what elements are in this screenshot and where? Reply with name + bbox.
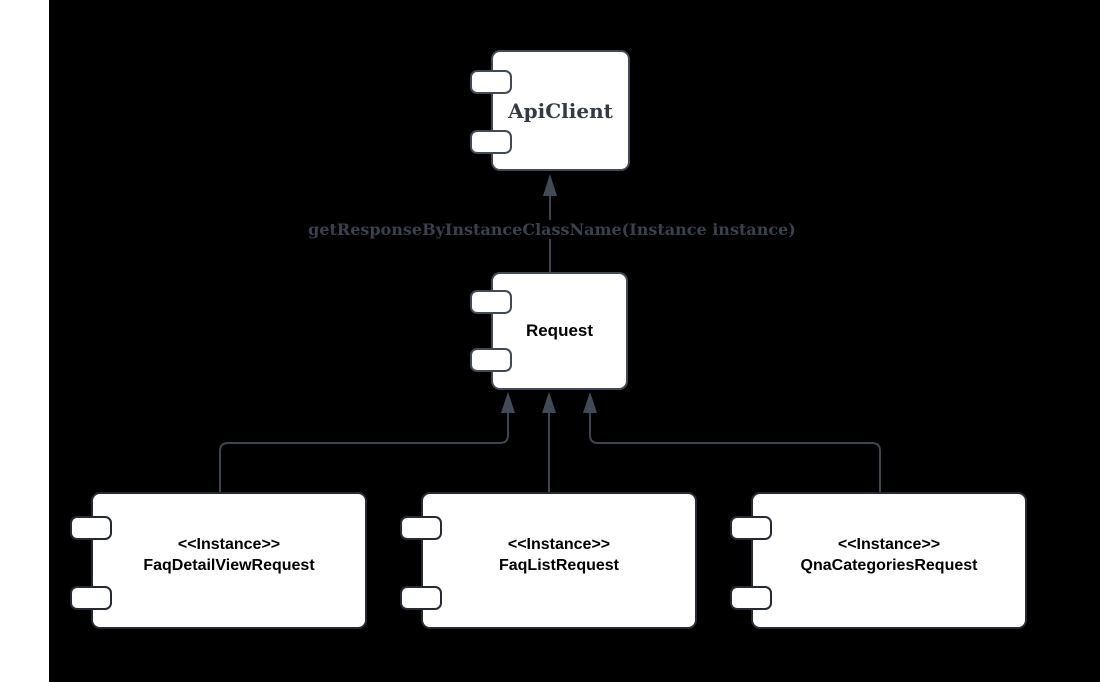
arrowhead-faqlist-to-request bbox=[542, 392, 556, 413]
component-port-icon bbox=[730, 516, 772, 540]
component-port-icon bbox=[730, 586, 772, 610]
component-port-icon bbox=[470, 290, 512, 314]
component-apiclient: ApiClient bbox=[470, 50, 630, 171]
component-faqlistrequest: <<Instance>> FaqListRequest bbox=[400, 492, 697, 629]
component-request: Request bbox=[470, 272, 628, 390]
stereotype-label: <<Instance>> bbox=[177, 535, 281, 553]
component-port-icon bbox=[400, 586, 442, 610]
component-port-icon bbox=[70, 586, 112, 610]
component-port-icon bbox=[70, 516, 112, 540]
component-label: <<Instance>> FaqDetailViewRequest bbox=[143, 534, 314, 576]
stereotype-label: <<Instance>> bbox=[837, 535, 941, 553]
component-port-icon bbox=[470, 130, 512, 154]
arrowhead-faqdetail-to-request bbox=[501, 392, 515, 413]
component-qnacategoriesrequest: <<Instance>> QnaCategoriesRequest bbox=[730, 492, 1027, 629]
component-port-icon bbox=[400, 516, 442, 540]
component-name: FaqListRequest bbox=[498, 556, 619, 574]
component-name: QnaCategoriesRequest bbox=[800, 556, 978, 574]
arrowhead-request-to-apiclient bbox=[543, 174, 557, 196]
edge-qnacat-to-request bbox=[589, 412, 881, 492]
arrowhead-qnacat-to-request bbox=[583, 392, 597, 413]
edge-label-method-call: getResponseByInstanceClassName(Instance … bbox=[306, 220, 798, 239]
component-port-icon bbox=[470, 70, 512, 94]
left-margin-strip bbox=[0, 0, 49, 682]
component-faqdetailviewrequest: <<Instance>> FaqDetailViewRequest bbox=[70, 492, 367, 629]
stereotype-label: <<Instance>> bbox=[507, 535, 611, 553]
component-label: <<Instance>> QnaCategoriesRequest bbox=[801, 534, 978, 576]
component-port-icon bbox=[470, 348, 512, 372]
component-name: FaqDetailViewRequest bbox=[143, 556, 315, 574]
component-label: ApiClient bbox=[508, 98, 613, 123]
edge-faqdetail-to-request bbox=[219, 412, 509, 492]
component-label: <<Instance>> FaqListRequest bbox=[499, 534, 619, 576]
component-label: Request bbox=[525, 321, 594, 340]
